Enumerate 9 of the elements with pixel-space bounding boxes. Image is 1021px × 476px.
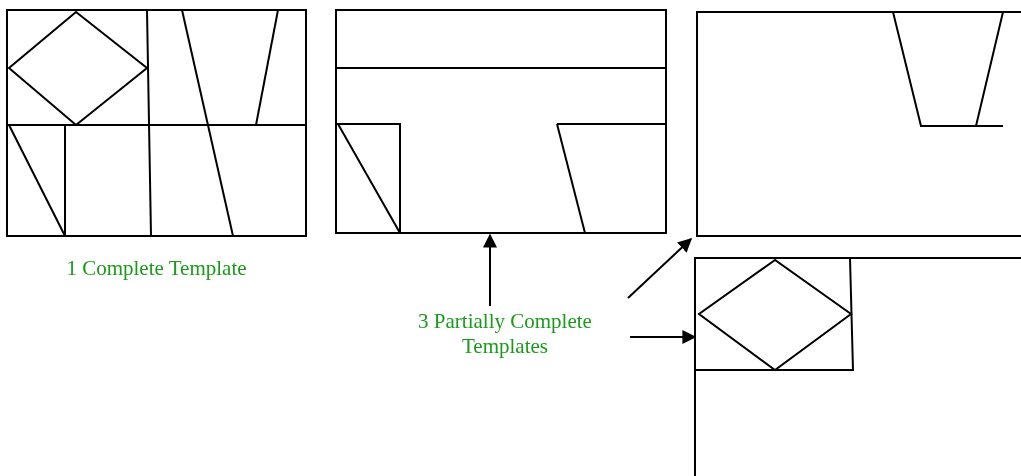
arrow [483, 233, 497, 307]
template-drawing [695, 258, 1021, 476]
arrow [627, 238, 692, 299]
template-drawing [336, 10, 666, 233]
template-caption: 1 Complete Template [65, 256, 248, 281]
template-drawing [697, 12, 1021, 236]
arrow [629, 330, 697, 344]
template-drawing [7, 10, 306, 236]
caption-text: 3 Partially Complete Templates [417, 308, 593, 360]
